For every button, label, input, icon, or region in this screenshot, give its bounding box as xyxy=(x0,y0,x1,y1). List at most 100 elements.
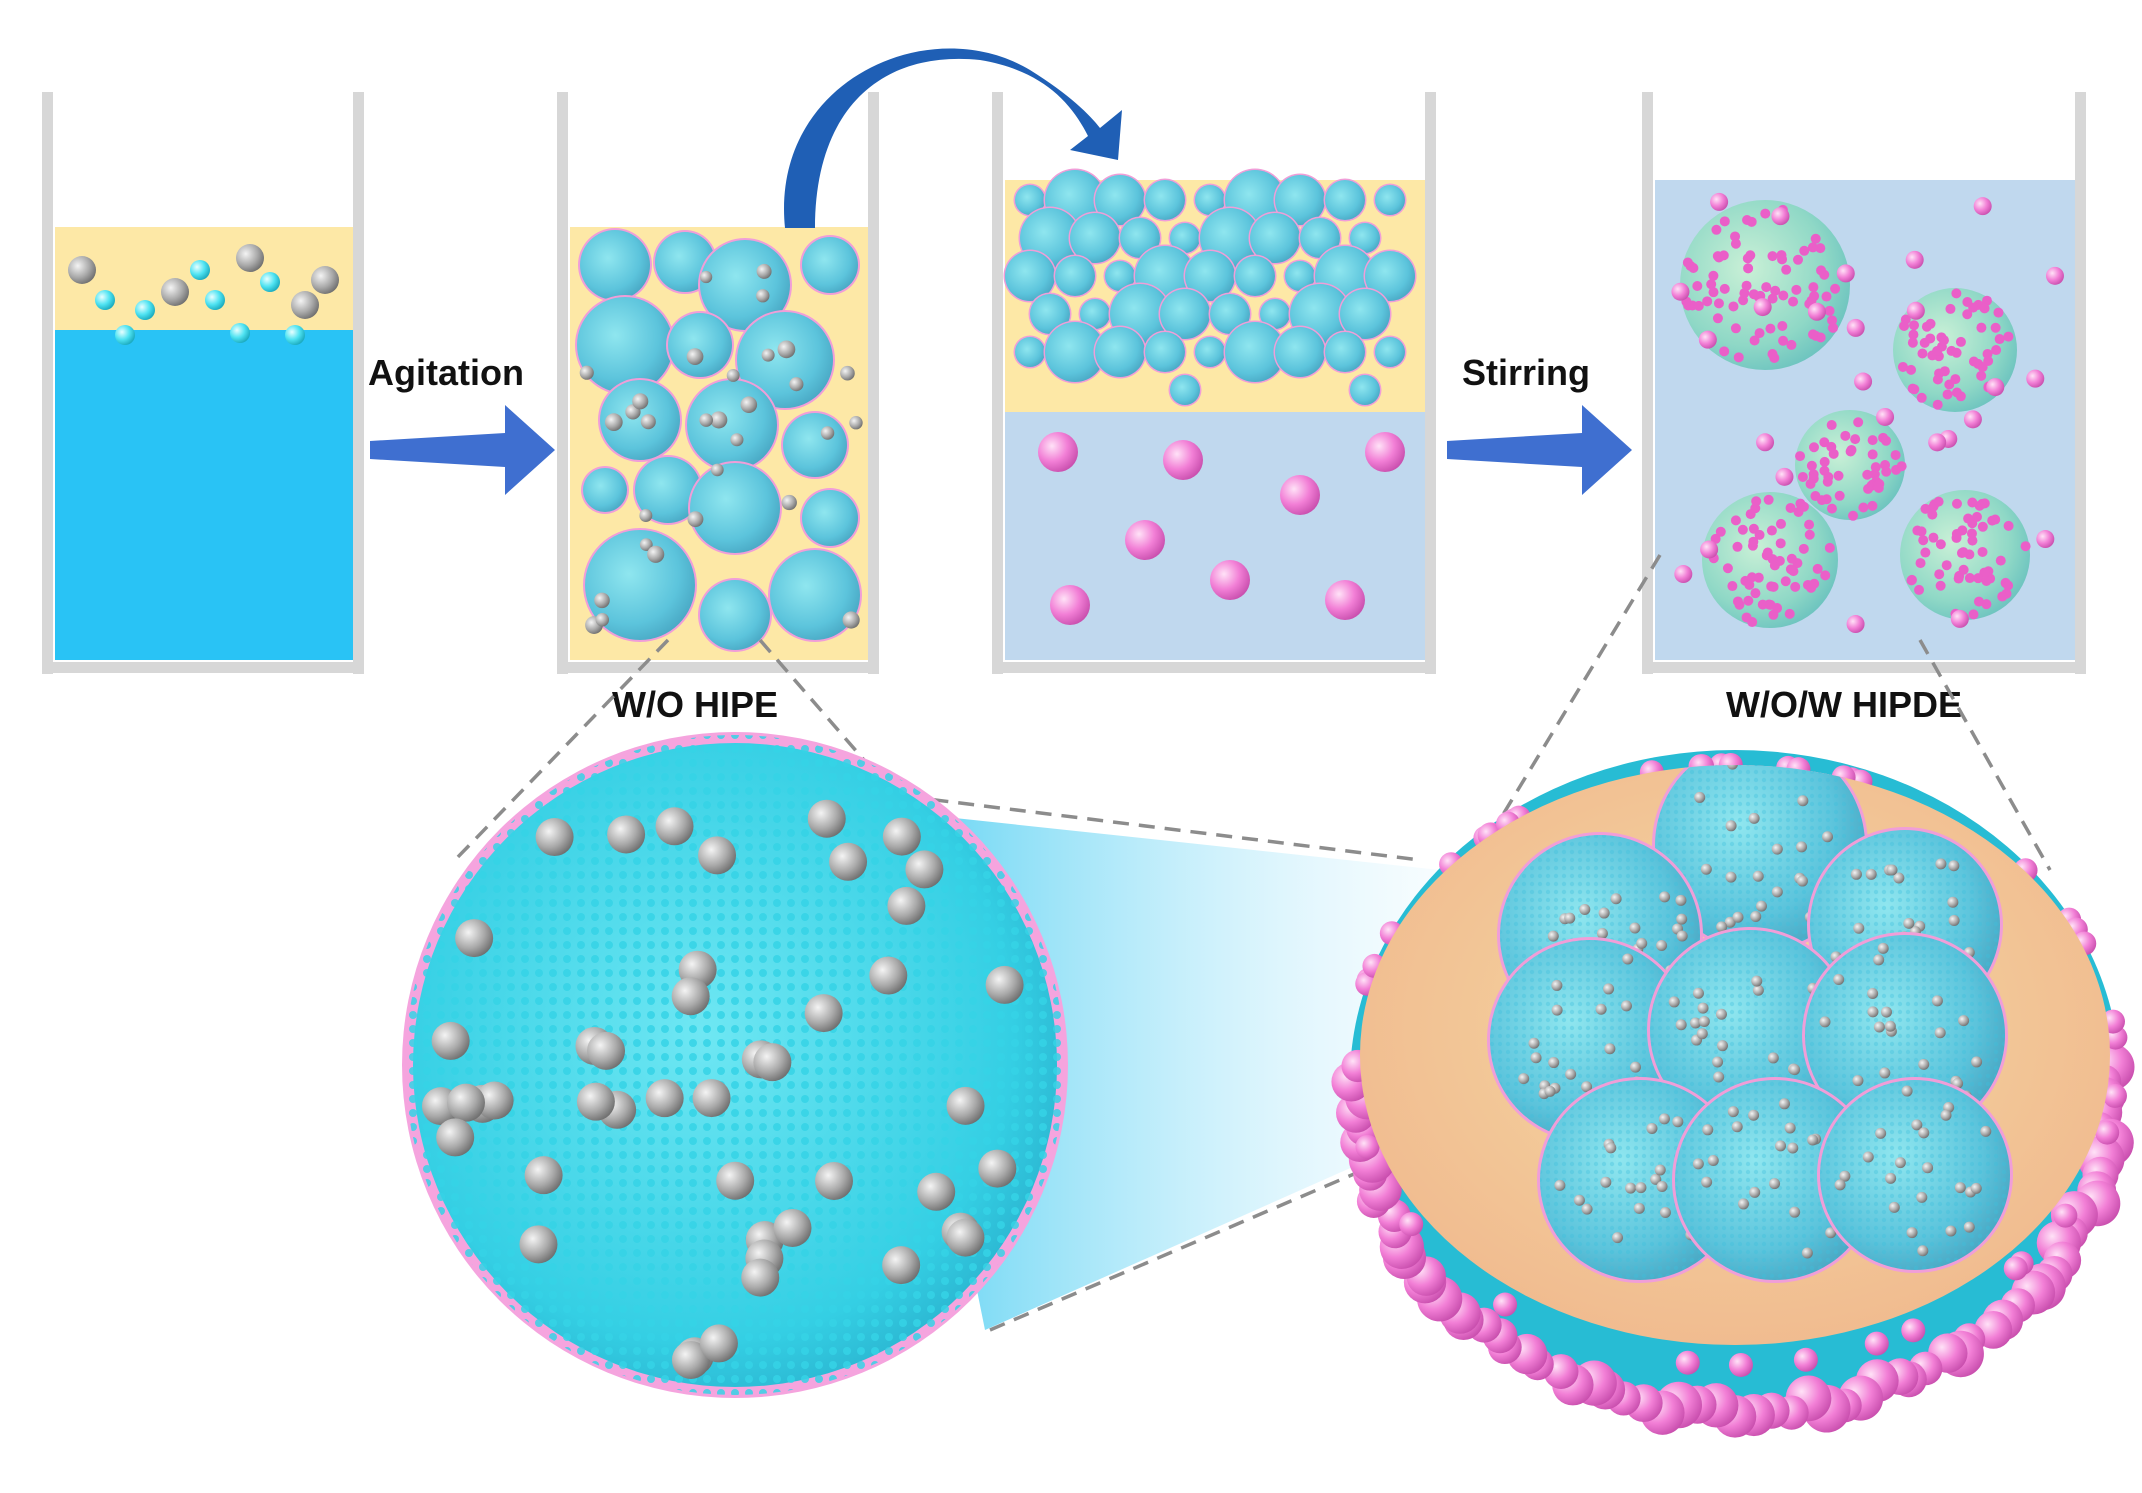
particle xyxy=(1986,378,2005,397)
particle xyxy=(1702,296,1713,307)
particle xyxy=(1906,364,1917,375)
particle xyxy=(1784,608,1795,619)
rim-particles xyxy=(1331,753,2135,1438)
water-droplet xyxy=(1030,294,1070,334)
particle xyxy=(1730,238,1741,249)
particle xyxy=(1862,1151,1874,1163)
particle xyxy=(1696,1028,1708,1040)
particle xyxy=(1825,1227,1837,1239)
particle xyxy=(1807,302,1826,321)
particle xyxy=(1797,795,1809,807)
particle xyxy=(1767,349,1778,360)
particle xyxy=(1894,1157,1906,1169)
particle xyxy=(1925,333,1936,344)
particle xyxy=(1528,1037,1540,1049)
particle xyxy=(1676,913,1688,925)
particle xyxy=(1853,922,1865,934)
water-droplet xyxy=(1095,327,1145,377)
particle xyxy=(1775,467,1794,486)
water-droplet xyxy=(1105,261,1135,291)
particle xyxy=(1766,525,1777,536)
particle xyxy=(1916,392,1927,403)
particle xyxy=(1767,293,1778,304)
particle xyxy=(524,1156,563,1195)
particle xyxy=(1834,490,1845,501)
particle xyxy=(1824,542,1835,553)
water-droplet xyxy=(1350,223,1380,253)
water-droplet xyxy=(585,530,695,640)
particle xyxy=(1881,466,1892,477)
particle xyxy=(1867,1006,1879,1018)
particle xyxy=(1785,502,1796,513)
particle xyxy=(1932,345,1943,356)
particle xyxy=(68,256,96,284)
beaker-2 xyxy=(557,92,879,674)
particle xyxy=(761,348,775,362)
particle xyxy=(726,368,740,382)
particle xyxy=(1833,974,1845,986)
particle xyxy=(1765,323,1776,334)
particle xyxy=(1781,264,1792,275)
particle xyxy=(1810,491,1821,502)
particle xyxy=(1848,510,1859,521)
particle xyxy=(431,1021,470,1060)
particle xyxy=(1827,315,1838,326)
particle xyxy=(756,263,772,279)
particle xyxy=(2003,1256,2028,1281)
water-droplet xyxy=(1365,251,1415,301)
particle xyxy=(2003,580,2014,591)
particle xyxy=(1876,407,1895,426)
particle xyxy=(1554,1179,1566,1191)
particle xyxy=(1853,417,1864,428)
particle xyxy=(115,325,135,345)
particle xyxy=(285,325,305,345)
particle xyxy=(905,850,944,889)
particle xyxy=(1867,987,1879,999)
particle xyxy=(1947,896,1959,908)
particle xyxy=(1610,893,1622,905)
water-droplet xyxy=(1275,175,1325,225)
particle xyxy=(230,323,250,343)
particle xyxy=(1547,930,1559,942)
particle xyxy=(535,818,574,857)
particle xyxy=(205,290,225,310)
hipde-label: W/O/W HIPDE xyxy=(1726,684,1962,725)
particle xyxy=(1750,588,1761,599)
particle xyxy=(1925,318,1936,329)
water-droplet xyxy=(737,312,833,408)
water-droplet xyxy=(1145,180,1185,220)
particle xyxy=(1612,1232,1624,1244)
water-droplet xyxy=(635,457,701,523)
particle xyxy=(1852,1075,1864,1087)
particle xyxy=(1739,288,1750,299)
particle xyxy=(1801,1247,1813,1259)
particle xyxy=(1786,553,1797,564)
particle xyxy=(1756,433,1775,452)
particle xyxy=(2102,1083,2127,1108)
particle xyxy=(1864,1331,1889,1356)
particle xyxy=(1751,496,1762,507)
particle xyxy=(1745,250,1756,261)
particle xyxy=(1692,1158,1704,1170)
adsorbed-particles xyxy=(421,799,1024,1379)
particle xyxy=(829,842,868,881)
particle xyxy=(777,340,796,359)
particle xyxy=(1796,841,1808,853)
particle xyxy=(1820,570,1831,581)
particle xyxy=(1804,529,1815,540)
particle xyxy=(1518,1073,1530,1085)
particle xyxy=(1579,904,1591,916)
particle xyxy=(840,365,855,381)
particle xyxy=(1776,250,1787,261)
water-droplet xyxy=(1375,337,1405,367)
particle xyxy=(1625,1182,1637,1194)
particle xyxy=(1945,303,1956,314)
particle xyxy=(1737,1198,1749,1210)
particle xyxy=(1916,526,1927,537)
water-droplet xyxy=(700,240,790,330)
particle xyxy=(1727,765,1739,770)
particle xyxy=(699,1324,738,1363)
water-droplet xyxy=(583,468,627,512)
particle xyxy=(1956,548,1967,559)
